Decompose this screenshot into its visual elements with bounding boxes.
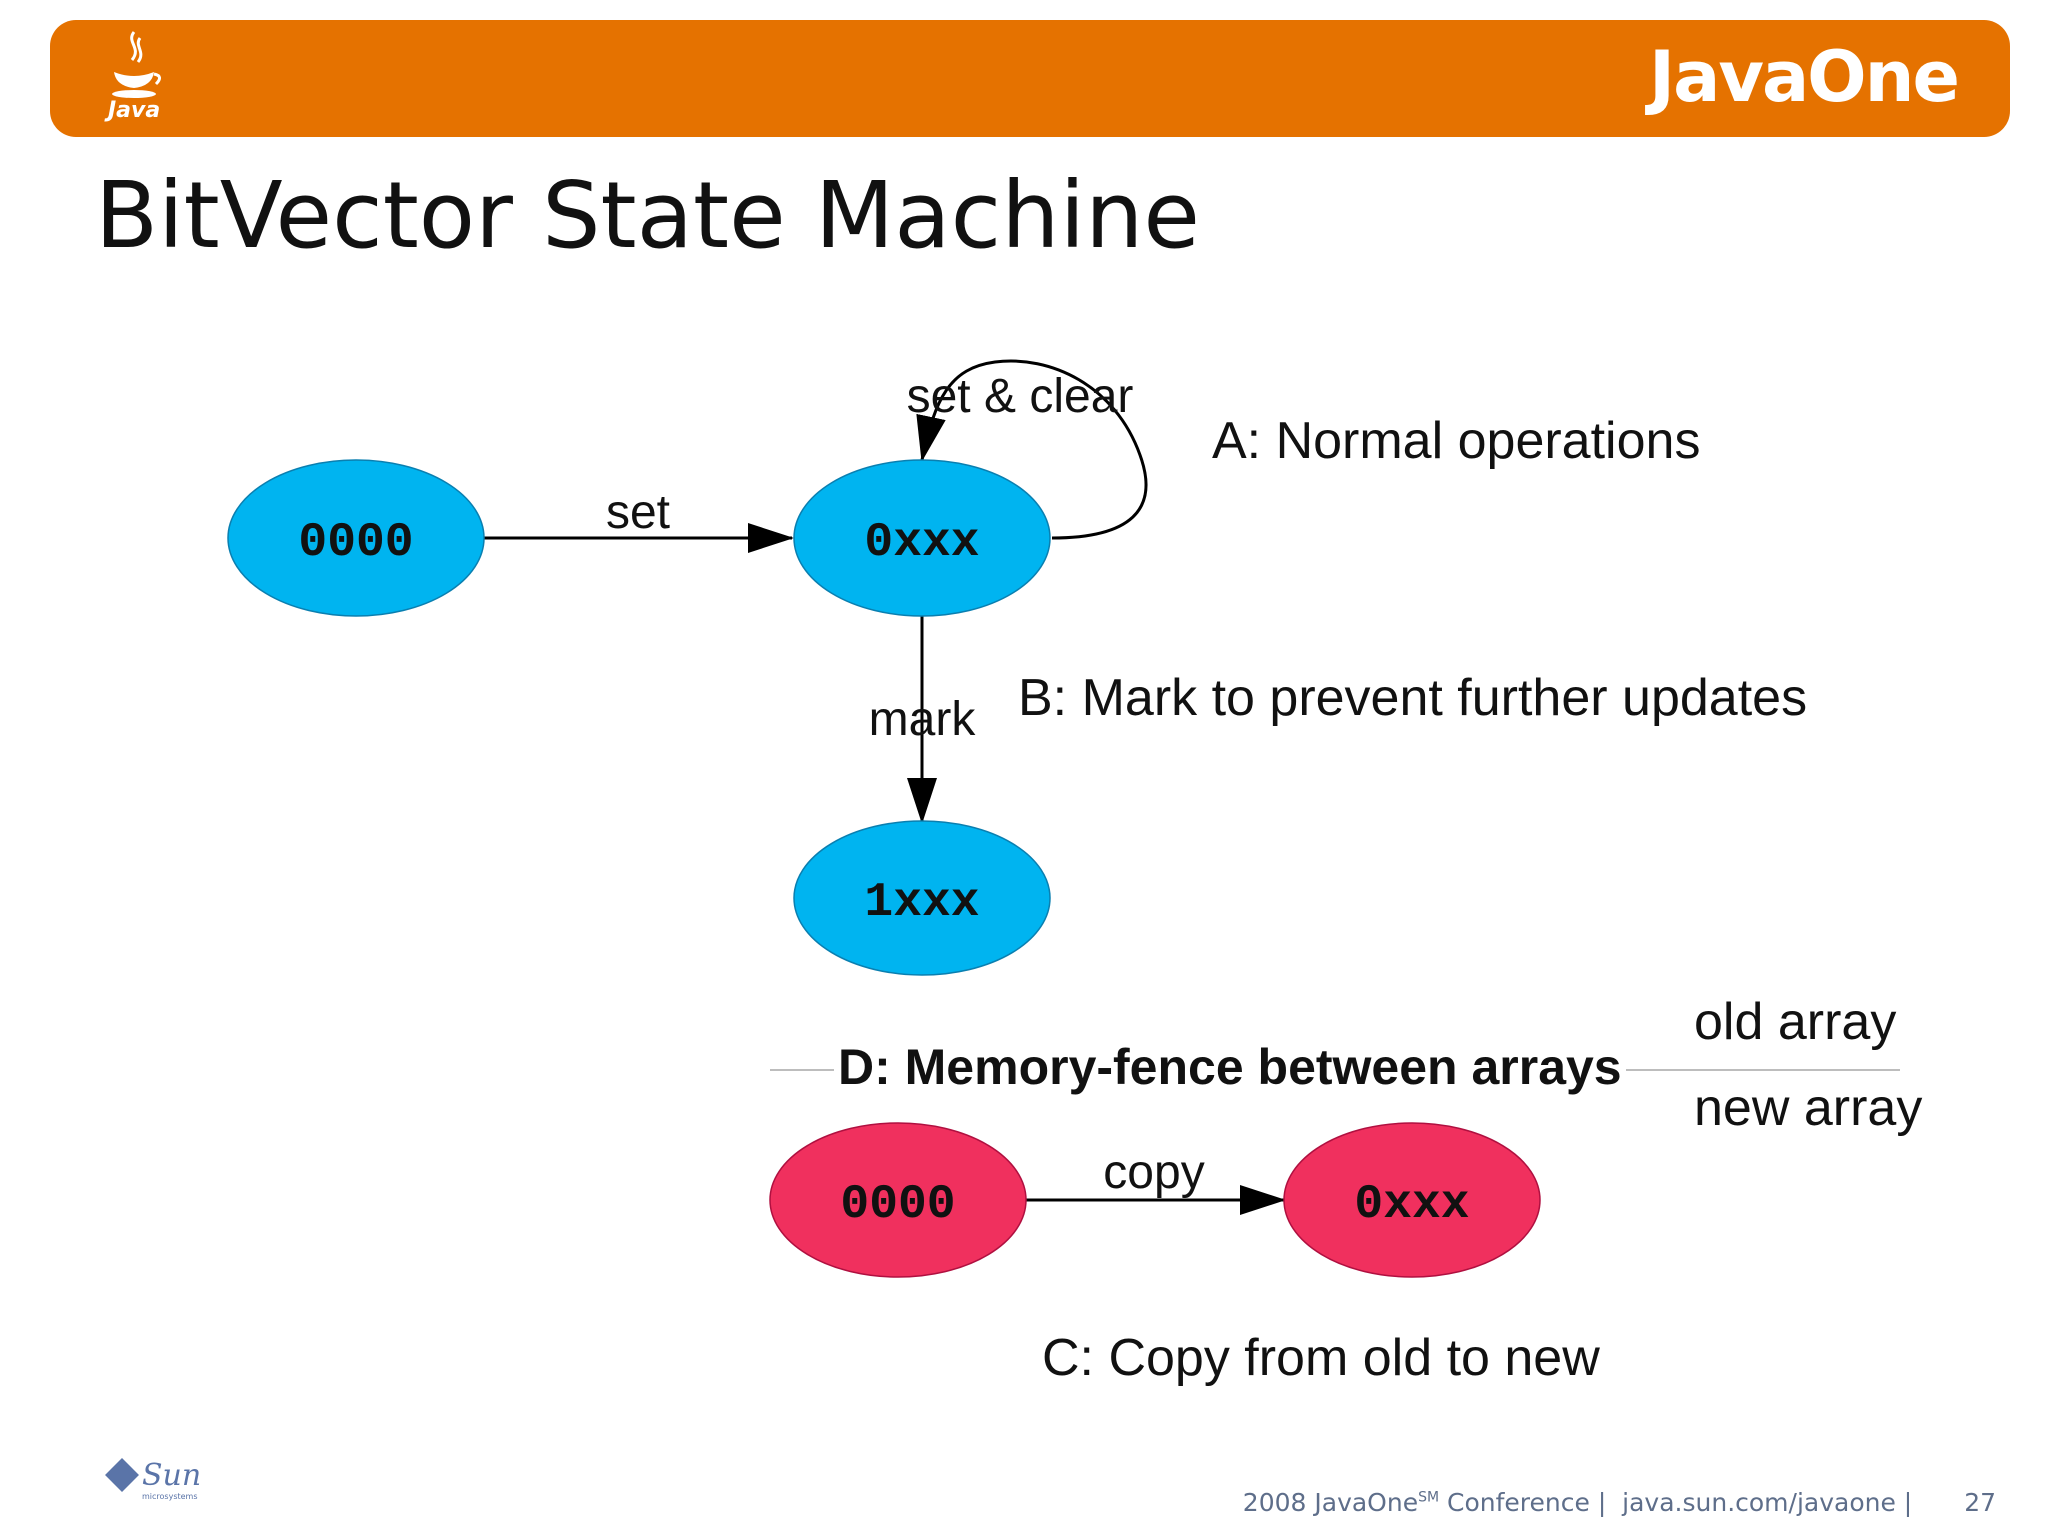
footer-url: java.sun.com/javaone | (1622, 1488, 1913, 1517)
footer-conference-info: 2008 JavaOneSM Conference | java.sun.com… (1243, 1488, 1996, 1517)
state-node-label: 0000 (298, 516, 413, 570)
edge-label-copy: copy (1103, 1146, 1204, 1199)
edge-label-mark: mark (869, 693, 977, 746)
javaone-logo: JavaOne (1649, 36, 1960, 118)
sun-microsystems-logo: Sun microsystems (105, 1458, 201, 1501)
state-node-label: 1xxx (864, 876, 979, 930)
footer-conference-suffix: Conference | (1447, 1488, 1607, 1517)
state-node-1xxx: 1xxx (793, 820, 1051, 976)
svg-text:microsystems: microsystems (142, 1492, 198, 1501)
annotation-d: D: Memory-fence between arrays (834, 1042, 1626, 1092)
label-old-array: old array (1694, 993, 1897, 1051)
java-coffee-cup-icon (112, 31, 161, 98)
slide-title: BitVector State Machine (95, 162, 1201, 269)
state-node-new-0xxx: 0xxx (1283, 1122, 1541, 1278)
svg-text:Sun: Sun (142, 1458, 201, 1493)
state-node-old-0000: 0000 (769, 1122, 1027, 1278)
state-node-label: 0xxx (1354, 1178, 1469, 1232)
footer-brand: JavaOne (1314, 1488, 1419, 1517)
edge-label-set: set (606, 486, 670, 539)
state-node-0xxx: 0xxx (793, 459, 1051, 617)
java-logo-text: Java (108, 98, 161, 123)
header-bar (50, 20, 2010, 137)
edge-label-set-and-clear: set & clear (907, 370, 1134, 423)
footer-page-number: 27 (1964, 1488, 1996, 1517)
footer-year: 2008 (1242, 1488, 1307, 1517)
annotation-c: C: Copy from old to new (1042, 1329, 1600, 1387)
annotation-a: A: Normal operations (1212, 412, 1701, 470)
state-node-label: 0xxx (864, 516, 979, 570)
label-new-array: new array (1694, 1079, 1923, 1137)
footer-brand-sup: SM (1418, 1489, 1440, 1506)
annotation-b: B: Mark to prevent further updates (1018, 669, 1808, 727)
edge-set-and-clear (916, 359, 1148, 540)
state-node-0000: 0000 (227, 459, 485, 617)
state-node-label: 0000 (840, 1178, 955, 1232)
